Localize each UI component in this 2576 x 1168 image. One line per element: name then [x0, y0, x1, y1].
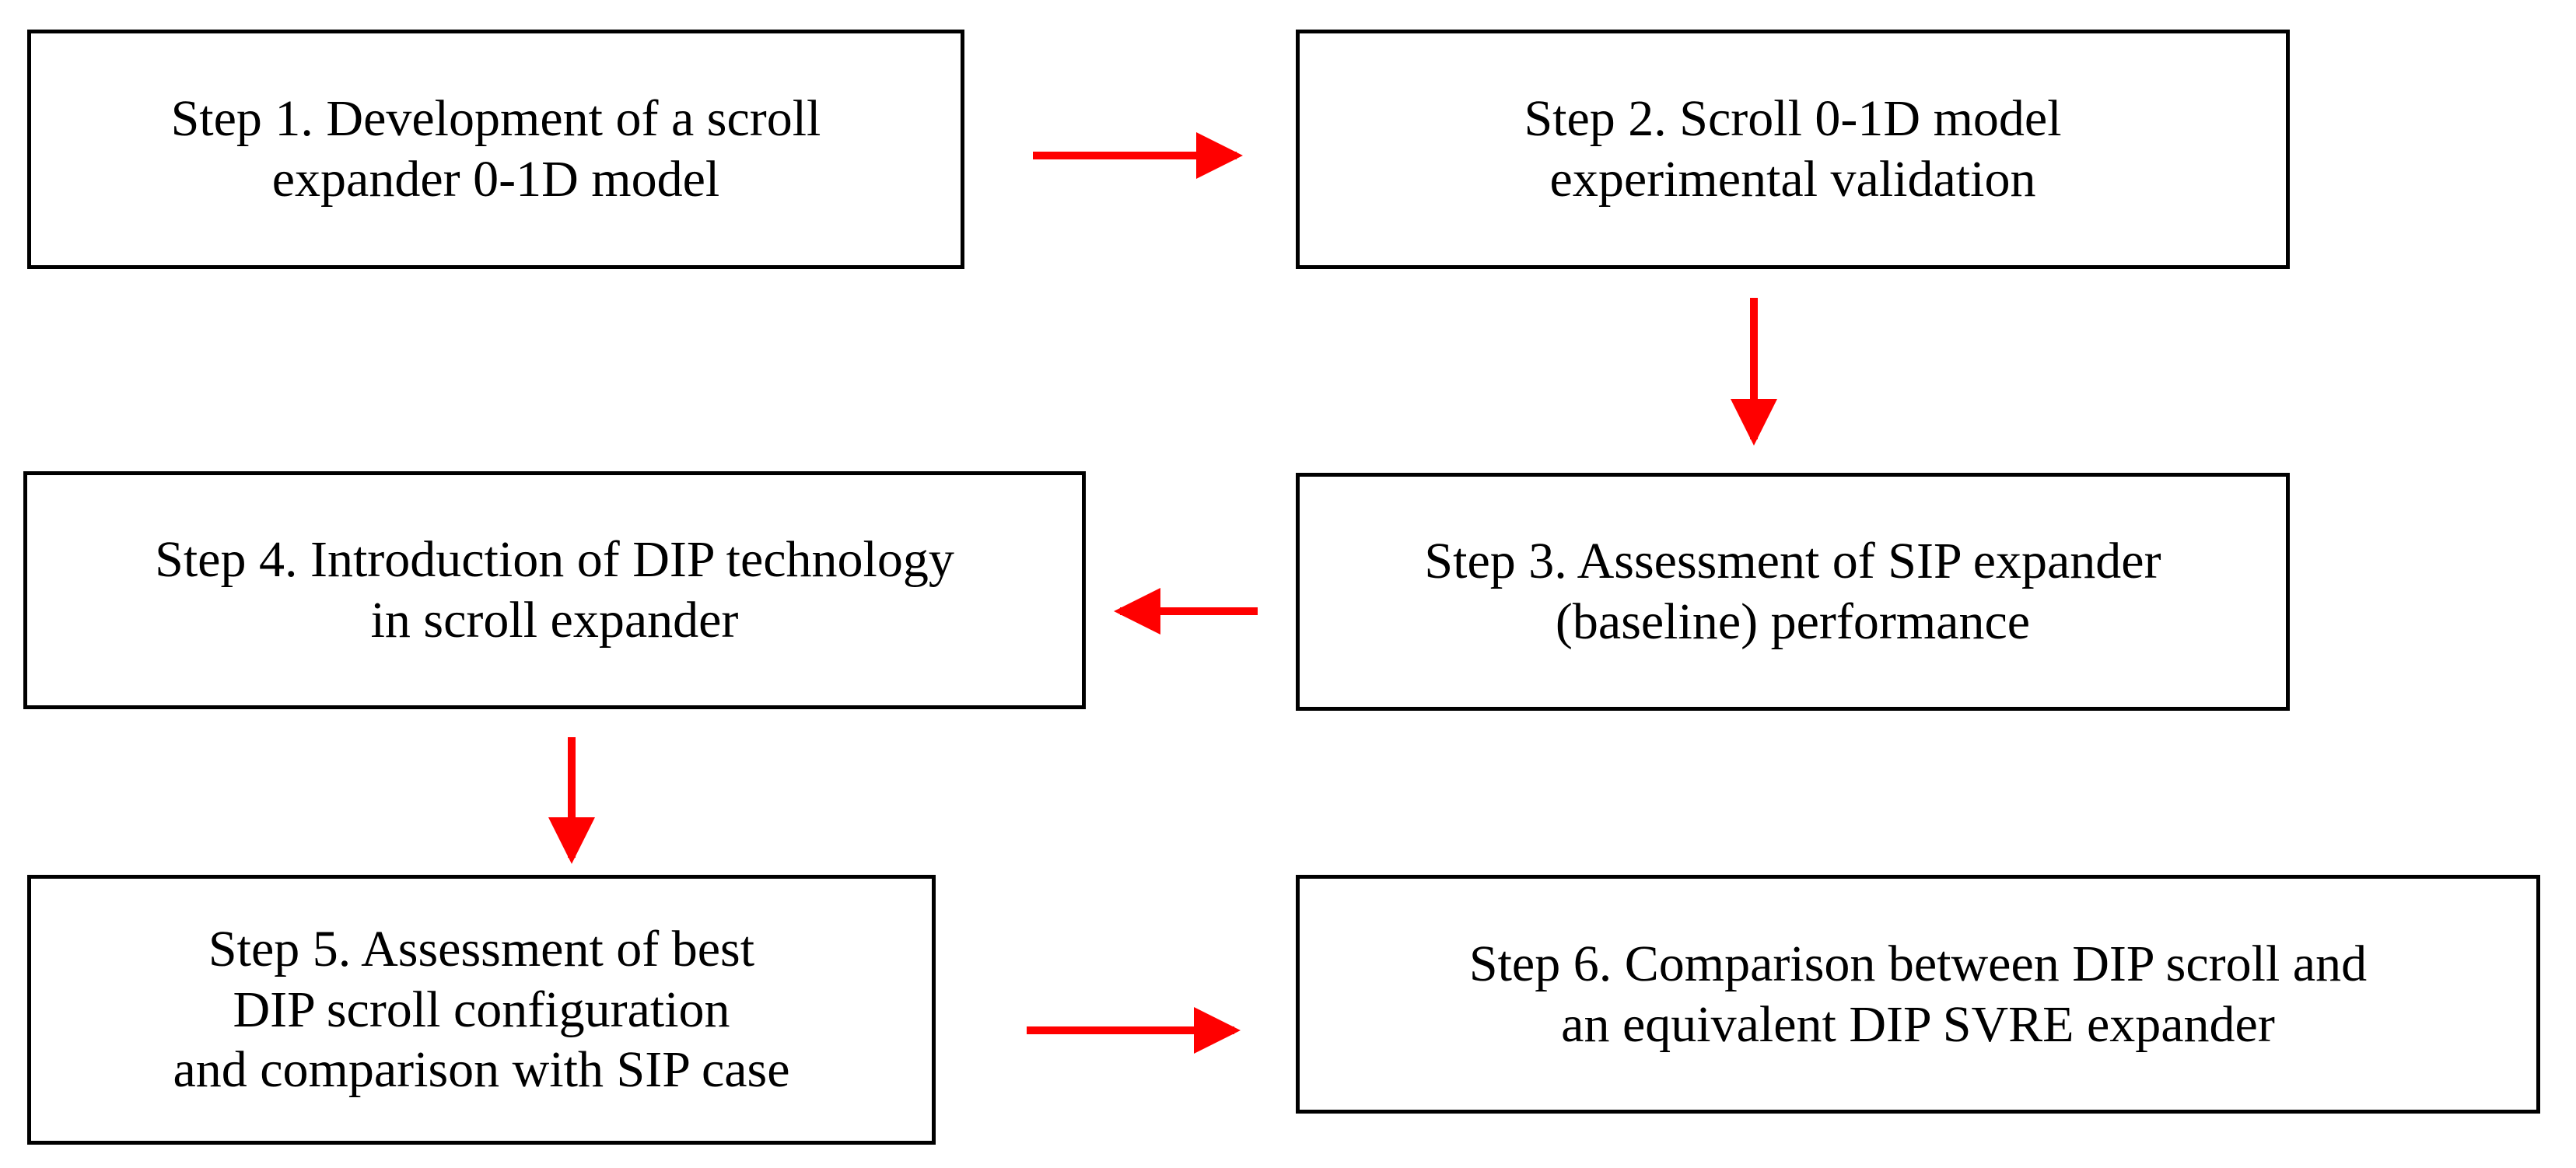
step-1-line-2: expander 0-1D model: [271, 151, 720, 208]
step-5-line-2: DIP scroll configuration: [233, 981, 730, 1038]
step-6-line-1: Step 6. Comparison between DIP scroll an…: [1468, 935, 2368, 992]
step-2-box: Step 2. Scroll 0-1D model experimental v…: [1296, 30, 2290, 269]
step-5-line-3: and comparison with SIP case: [173, 1041, 790, 1099]
step-2-line-2: experimental validation: [1549, 151, 2036, 208]
step-3-box: Step 3. Assessment of SIP expander (base…: [1296, 473, 2290, 711]
step-1-line-1: Step 1. Development of a scroll: [170, 90, 821, 148]
step-1-box: Step 1. Development of a scroll expander…: [27, 30, 964, 269]
step-6-line-2: an equivalent DIP SVRE expander: [1561, 995, 2275, 1053]
step-5-line-1: Step 5. Assessment of best: [208, 920, 755, 977]
step-2-line-1: Step 2. Scroll 0-1D model: [1524, 90, 2062, 148]
step-5-box: Step 5. Assessment of best DIP scroll co…: [27, 875, 936, 1145]
step-4-line-2: in scroll expander: [370, 592, 739, 649]
step-6-box: Step 6. Comparison between DIP scroll an…: [1296, 875, 2540, 1114]
step-4-box: Step 4. Introduction of DIP technology i…: [23, 471, 1086, 709]
step-4-line-1: Step 4. Introduction of DIP technology: [155, 531, 954, 589]
step-3-line-2: (baseline) performance: [1555, 593, 2031, 650]
step-3-line-1: Step 3. Assessment of SIP expander: [1424, 533, 2161, 590]
